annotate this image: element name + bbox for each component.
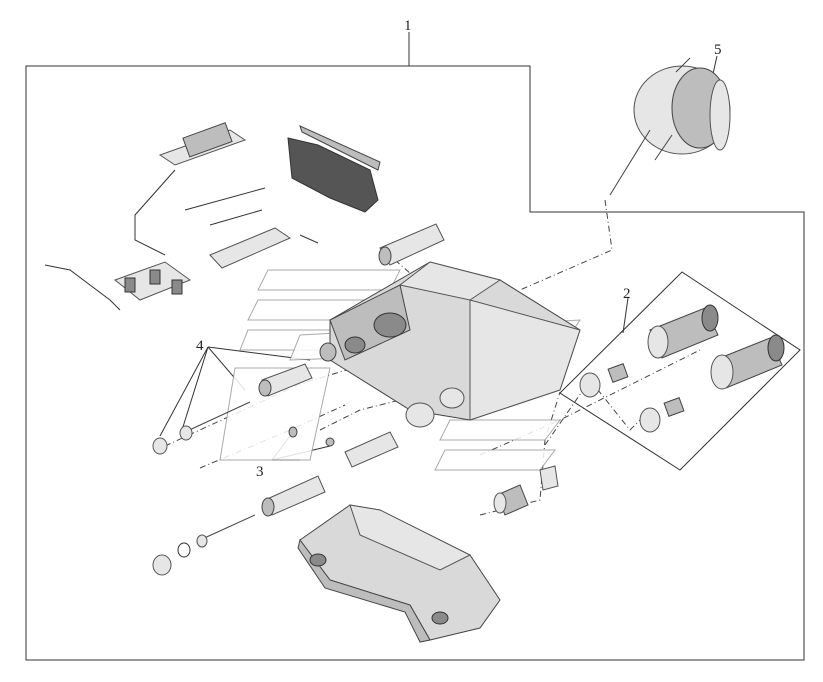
brake-chamber: [609, 57, 731, 196]
repair-kit-2: [579, 304, 785, 433]
brake-pad: [287, 125, 381, 213]
guide-pins-left: [152, 363, 313, 455]
pad-retainer-hardware: [44, 122, 319, 311]
assembly-frame: [25, 65, 805, 661]
caliper-housing: [319, 261, 581, 428]
guide-sleeve-top: [378, 223, 445, 266]
lower-hardware: [152, 514, 256, 576]
callout-2: 2: [623, 286, 631, 302]
leader-2: [622, 297, 629, 334]
kit-2-frame: [559, 271, 801, 471]
callout-4: 4: [196, 338, 204, 354]
lower-bellows: [493, 465, 559, 516]
callout-1: 1: [404, 18, 412, 34]
callout-5: 5: [714, 42, 722, 58]
small-parts-3: [261, 426, 399, 517]
caliper-carrier: [297, 504, 501, 643]
callout-3: 3: [256, 464, 264, 480]
